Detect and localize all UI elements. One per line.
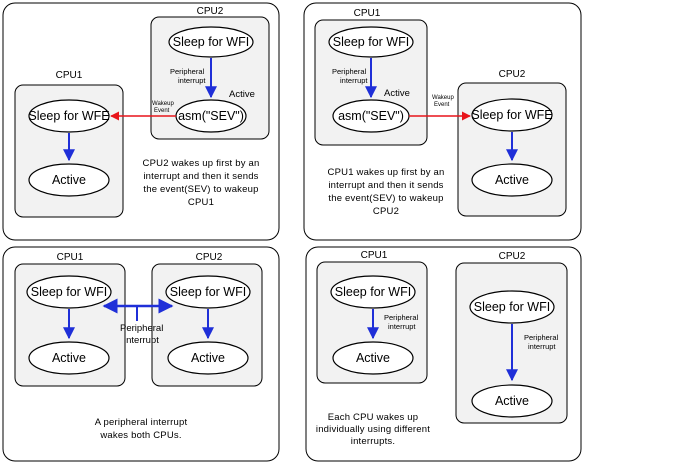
cpu2-label: CPU2 (499, 69, 526, 80)
cpu1-sleep-node (28, 99, 110, 133)
cpu1-label: CPU1 (361, 250, 388, 261)
cpu2-label: CPU2 (196, 252, 223, 263)
cpu2-sleep-node (471, 98, 553, 132)
cpu1-active-node (28, 341, 110, 375)
svg-text:interrupt and then it sends: interrupt and then it sends (143, 171, 258, 182)
event-label-2: Event (154, 108, 170, 114)
cpu2-active-node (471, 163, 553, 197)
svg-text:CPU1: CPU1 (188, 197, 214, 208)
svg-text:CPU2 wakes up first by an: CPU2 wakes up first by an (143, 158, 260, 169)
svg-text:Each CPU wakes up: Each CPU wakes up (328, 412, 419, 423)
svg-text:CPU2: CPU2 (373, 206, 399, 217)
caption: CPU2 wakes up first by an interrupt and … (143, 158, 260, 208)
cpu2-label: CPU2 (197, 6, 224, 17)
caption: Each CPU wakes up individually using dif… (316, 412, 430, 447)
cpu1-active-text: Active (356, 351, 390, 365)
cpu1-label: CPU1 (354, 8, 381, 19)
cpu1-sev-text: asm("SEV") (338, 109, 404, 123)
cpu2-sev-text: asm("SEV") (178, 109, 244, 123)
interrupt-label-2: interrupt (124, 335, 159, 346)
cpu1-active-text: Active (52, 173, 86, 187)
cpu1-interrupt-label-2: interrupt (340, 76, 368, 85)
panel-separate-interrupts: CPU1 Sleep for WFI Peripheral interrupt … (305, 246, 582, 462)
cpu2-active-text: Active (191, 351, 225, 365)
cpu1-sleep-text: Sleep for WFI (31, 285, 107, 299)
cpu2-active-label: Active (229, 89, 255, 100)
svg-text:interrupt and then it sends: interrupt and then it sends (328, 180, 443, 191)
cpu2-sleep-text: Sleep for WFI (474, 300, 550, 314)
cpu2-active-text: Active (495, 173, 529, 187)
caption: CPU1 wakes up first by an interrupt and … (328, 167, 445, 217)
event-label-1: Wakeup (432, 95, 454, 101)
cpu1-sleep-node (330, 275, 416, 309)
cpu2-sleep-text: Sleep for WFI (170, 285, 246, 299)
cpu2-active-node (471, 384, 553, 418)
cpu2-active-text: Active (495, 394, 529, 408)
cpu1-sleep-text: Sleep for WFI (333, 35, 409, 49)
svg-text:individually using different: individually using different (316, 424, 430, 435)
cpu1-active-node (332, 341, 414, 375)
svg-text:the event(SEV) to wakeup: the event(SEV) to wakeup (328, 193, 443, 204)
cpu1-active-text: Active (52, 351, 86, 365)
interrupt-label-1: Peripheral (120, 323, 163, 334)
cpu2-sleep-node (168, 26, 254, 58)
cpu1-interrupt-label-2: interrupt (388, 322, 416, 331)
svg-text:interrupts.: interrupts. (351, 436, 395, 447)
cpu1-sleep-text: Sleep for WFI (335, 285, 411, 299)
cpu2-interrupt-label-2: interrupt (528, 342, 556, 351)
panel-cpu1-wakes-first: CPU1 Sleep for WFI Peripheral interrupt … (303, 2, 582, 241)
panel-cpu2-wakes-first: CPU2 Sleep for WFI Peripheral interrupt … (2, 2, 280, 241)
svg-text:wakes both CPUs.: wakes both CPUs. (99, 430, 181, 441)
cpu2-interrupt-label-2: interrupt (178, 76, 206, 85)
cpu2-sleep-node (469, 290, 555, 324)
cpu2-sleep-text: Sleep for WFE (471, 108, 552, 122)
event-label-1: Wakeup (152, 101, 174, 107)
svg-text:A peripheral interrupt: A peripheral interrupt (95, 417, 188, 428)
cpu2-active-node (167, 341, 249, 375)
caption: A peripheral interrupt wakes both CPUs. (95, 417, 188, 441)
cpu1-sleep-node (328, 26, 414, 58)
cpu1-active-node (28, 163, 110, 197)
cpu1-interrupt-label-1: Peripheral (384, 313, 419, 322)
panel-shared-interrupt: CPU1 Sleep for WFI Active CPU2 Sleep for… (2, 246, 280, 462)
cpu2-sleep-node (165, 275, 251, 309)
svg-text:the event(SEV) to wakeup: the event(SEV) to wakeup (143, 184, 258, 195)
cpu2-sleep-text: Sleep for WFI (173, 35, 249, 49)
cpu2-label: CPU2 (499, 251, 526, 262)
cpu1-label: CPU1 (57, 252, 84, 263)
cpu1-interrupt-label-1: Peripheral (332, 67, 367, 76)
cpu1-label: CPU1 (56, 70, 83, 81)
cpu2-interrupt-label-1: Peripheral (524, 333, 559, 342)
cpu2-interrupt-label-1: Peripheral (170, 67, 205, 76)
cpu1-sleep-node (26, 275, 112, 309)
cpu1-active-label: Active (384, 88, 410, 99)
cpu1-sleep-text: Sleep for WFE (28, 109, 109, 123)
event-label-2: Event (434, 102, 450, 108)
svg-text:CPU1 wakes up first by an: CPU1 wakes up first by an (328, 167, 445, 178)
